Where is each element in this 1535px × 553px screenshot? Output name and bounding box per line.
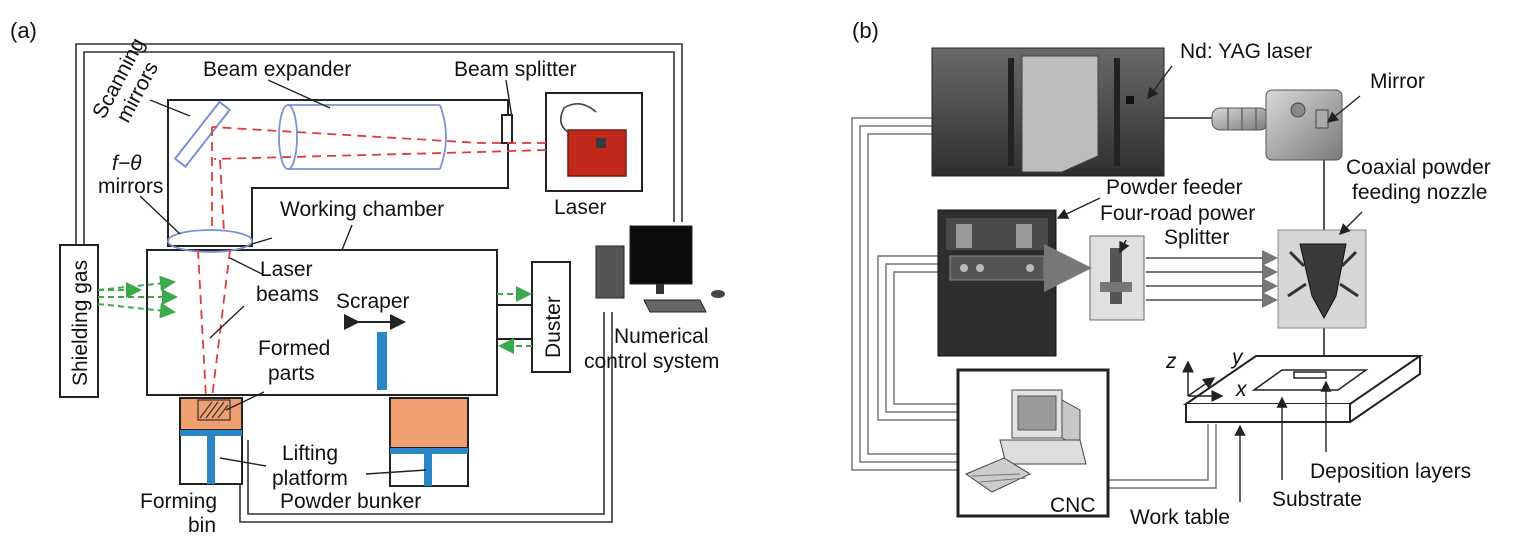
coaxial-nozzle [1277, 229, 1367, 329]
formed-parts-label-2: parts [268, 362, 315, 385]
formed-parts-label-1: Formed [258, 337, 330, 360]
gas-flow-arrows [97, 275, 178, 319]
beam-splitter-label: Beam splitter [454, 58, 577, 81]
numerical-control-label-1: Numerical [614, 325, 709, 348]
coordinate-axes [1182, 360, 1224, 402]
forming-bin-label-2: bin [188, 514, 216, 537]
forming-bin [179, 397, 243, 485]
shielding-gas-label: Shielding gas [69, 260, 92, 386]
coaxial-label-1: Coaxial powder [1346, 156, 1491, 179]
beam-expander-label: Beam expander [203, 58, 351, 81]
working-chamber-label: Working chamber [280, 198, 444, 221]
beam-splitter [501, 114, 513, 144]
nd-yag-laser-machine [931, 47, 1165, 177]
duster-unit: Duster [496, 261, 571, 373]
panel-b-tag: (b) [852, 18, 879, 43]
axis-x-label: x [1235, 378, 1248, 401]
axis-y-label: y [1230, 346, 1244, 369]
laser-beams [197, 126, 547, 399]
laser-beams-label-2: beams [256, 283, 319, 306]
scraper-label: Scraper [336, 290, 410, 313]
deposition-layers-label: Deposition layers [1310, 460, 1471, 483]
panel-a-tag: (a) [10, 18, 37, 43]
f-theta-lens [167, 229, 253, 253]
panel-a: (a) [10, 18, 725, 537]
computer-a [595, 225, 725, 313]
leader-lines-a [139, 79, 513, 475]
duster-label: Duster [542, 296, 565, 358]
beam-expander [278, 104, 447, 170]
f-theta-label-2: mirrors [98, 175, 163, 198]
lifting-platform-label-2: platform [272, 467, 348, 490]
work-table [1182, 355, 1424, 423]
cnc-label: CNC [1050, 494, 1096, 517]
powder-bunker [389, 397, 469, 487]
mirror-head [1211, 89, 1343, 161]
four-road-splitter [1044, 235, 1145, 321]
forming-bin-label-1: Forming [140, 490, 217, 513]
nd-yag-laser-label: Nd: YAG laser [1180, 40, 1312, 63]
numerical-control-label-2: control system [584, 350, 719, 373]
axis-z-label: z [1165, 350, 1177, 373]
panel-b: (b) [851, 18, 1491, 529]
scraper [344, 314, 406, 390]
mirror-label: Mirror [1370, 70, 1425, 93]
coaxial-label-2: feeding nozzle [1352, 181, 1487, 204]
f-theta-label-1: f−θ [112, 152, 142, 175]
laser-beams-label-1: Laser [260, 258, 313, 281]
lifting-platform-label-1: Lifting [282, 442, 338, 465]
cnc-unit [956, 368, 1110, 518]
leader-lines-b [1056, 65, 1363, 502]
shielding-gas-unit: Shielding gas [59, 244, 99, 398]
four-road-label-2: Splitter [1164, 226, 1229, 249]
work-table-label: Work table [1130, 506, 1230, 529]
laser-unit [545, 92, 643, 192]
substrate-label: Substrate [1272, 488, 1362, 511]
scanning-mirror [173, 100, 232, 169]
powder-bunker-label: Powder bunker [280, 490, 421, 513]
optical-housing [167, 99, 509, 247]
four-road-label-1: Four-road power [1100, 202, 1255, 225]
powder-feeder-label: Powder feeder [1106, 176, 1243, 199]
powder-feed-arrows [1146, 250, 1278, 308]
laser-label: Laser [554, 196, 607, 219]
powder-feeder [937, 209, 1057, 357]
